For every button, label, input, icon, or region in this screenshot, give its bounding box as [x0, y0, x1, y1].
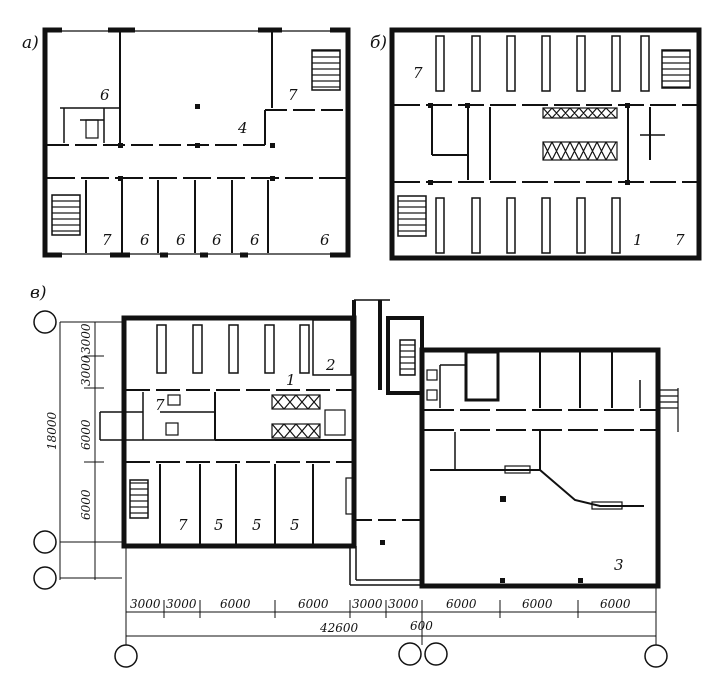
- dimension-lines: [59, 321, 657, 645]
- dimension-label: 6000: [79, 489, 93, 520]
- panel-b-room-label: 1: [633, 231, 643, 249]
- panel-a-room-label: 6: [100, 86, 110, 104]
- dimension-label: 3000: [130, 597, 161, 611]
- dimension-label: 6000: [522, 597, 553, 611]
- dimension-total-vertical: 18000: [45, 411, 59, 450]
- dimension-label: 3000: [166, 597, 197, 611]
- panel-a-room-label: 6: [212, 231, 222, 249]
- panel-b-room-label: 7: [413, 64, 423, 82]
- panel-a-plan: [42, 26, 351, 259]
- dimension-label: 6000: [79, 419, 93, 450]
- dimension-label: 6000: [446, 597, 477, 611]
- panel-v-room-label: 7: [178, 516, 188, 534]
- panel-a-room-label: 7: [288, 86, 298, 104]
- axis-markers: [33, 310, 668, 668]
- panel-a-room-label: 7: [102, 231, 112, 249]
- panel-v-room-label: 3: [614, 556, 624, 574]
- panel-v-room-label: 7: [155, 396, 165, 414]
- panel-v-room-label: 1: [286, 371, 296, 389]
- panel-a-letter: а): [22, 33, 39, 53]
- dimension-label: 3000: [79, 323, 93, 354]
- dimension-total: 42600: [319, 621, 359, 635]
- dimension-label: 3000: [388, 597, 419, 611]
- panel-a-room-label: 4: [237, 119, 248, 137]
- panel-v-plan: [99, 299, 679, 589]
- panel-b-letter: б): [370, 33, 387, 53]
- dimension-label: 6000: [298, 597, 329, 611]
- dimension-label: 6000: [220, 597, 251, 611]
- panel-v-letter: в): [30, 283, 47, 303]
- dimension-label: 3000: [352, 597, 383, 611]
- panel-a-room-label: 6: [320, 231, 330, 249]
- panel-v-room-label: 2: [325, 356, 336, 374]
- panel-b-room-label: 7: [675, 231, 685, 249]
- panel-b-plan: [389, 27, 702, 261]
- panel-a-room-label: 6: [250, 231, 260, 249]
- panel-a-room-label: 6: [176, 231, 186, 249]
- panel-v-room-label: 5: [252, 516, 262, 534]
- panel-a-room-label: 6: [140, 231, 150, 249]
- dimension-label: 6000: [600, 597, 631, 611]
- dimension-gap: 600: [410, 619, 433, 633]
- dimension-label: 3000: [79, 355, 93, 386]
- panel-v-room-label: 5: [290, 516, 300, 534]
- panel-v-room-label: 5: [214, 516, 224, 534]
